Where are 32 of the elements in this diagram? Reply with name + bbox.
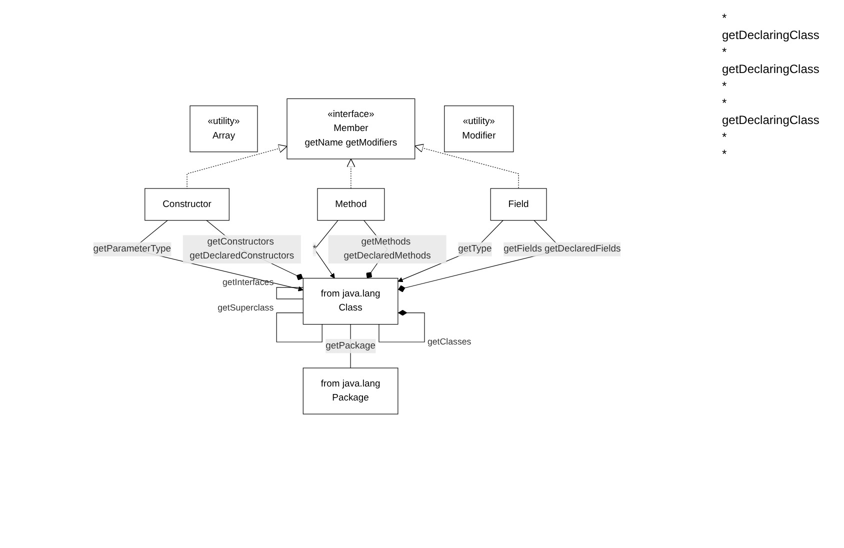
arrow xyxy=(414,144,519,189)
edge-label: getConstructors getDeclaredConstructors xyxy=(190,236,294,261)
role-label: getDeclaringClass xyxy=(722,28,820,42)
edge-label: getClasses xyxy=(427,336,472,346)
role-label: * xyxy=(722,11,728,25)
edge-label: getParameterType xyxy=(93,244,172,254)
arrow xyxy=(346,158,356,189)
edge-label: * xyxy=(312,244,316,254)
arrow xyxy=(398,220,504,282)
arrow xyxy=(314,220,338,278)
node-box: Field xyxy=(490,188,547,221)
role-label: getDeclaringClass xyxy=(722,113,820,127)
edge-label: getMethods getDeclaredMethods xyxy=(344,236,431,261)
node-box: from java.lang Class xyxy=(302,278,398,324)
role-label: * xyxy=(722,79,728,93)
node-box: «utility» Modifier xyxy=(444,105,514,152)
role-label: getDeclaringClass xyxy=(722,62,820,76)
node-box: Method xyxy=(317,188,385,221)
node-box: «interface» Member getName getModifiers xyxy=(286,98,416,160)
edge-label: getType xyxy=(458,244,492,254)
role-label: * xyxy=(722,130,728,144)
node-box: Constructor xyxy=(144,188,230,221)
edge-label: getSuperclass xyxy=(218,302,274,312)
role-label: * xyxy=(722,96,728,110)
node-box: from java.lang Package xyxy=(302,368,398,414)
arrow xyxy=(186,144,288,189)
role-label: * xyxy=(722,147,728,161)
node-box: «utility» Array xyxy=(190,105,258,152)
edge-label: getPackage xyxy=(326,340,376,351)
edge-label: getFields getDeclaredFields xyxy=(504,244,621,254)
role-label: * xyxy=(722,45,728,59)
edge-label: getInterfaces xyxy=(222,276,274,287)
